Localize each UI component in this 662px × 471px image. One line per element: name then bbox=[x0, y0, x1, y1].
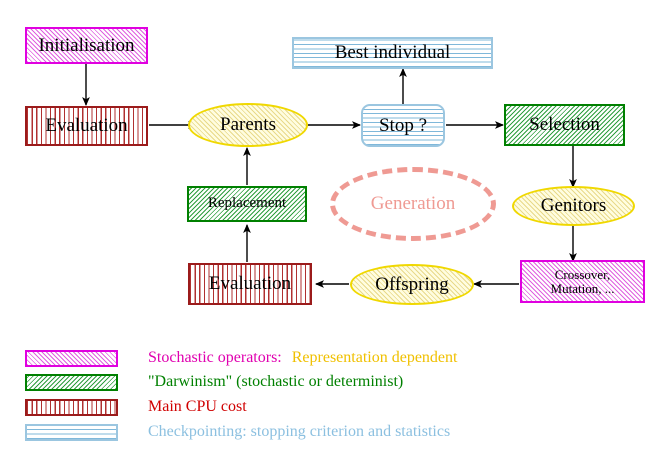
legend-swatch-red-vertical-hatch-icon bbox=[25, 398, 118, 416]
node-selection[interactable]: Selection bbox=[504, 104, 625, 146]
legend-swatch-magenta-diagonal-hatch-icon bbox=[25, 349, 118, 367]
legend-label-checkpointing: Checkpointing: stopping criterion and st… bbox=[148, 423, 451, 440]
generation-cycle-ellipse: Generation bbox=[330, 167, 496, 241]
node-genitors-label: Genitors bbox=[540, 195, 607, 217]
legend-swatch-green-diagonal-hatch-icon bbox=[25, 373, 118, 391]
node-offspring[interactable]: Offspring bbox=[350, 264, 474, 305]
node-offspring-label: Offspring bbox=[375, 273, 449, 295]
legend-row-main-cpu-cost: Main CPU cost bbox=[25, 396, 247, 418]
legend-swatch-blue-horizontal-hatch-icon bbox=[25, 423, 118, 441]
node-parents[interactable]: Parents bbox=[188, 103, 308, 147]
legend-row-stochastic-operators: Stochastic operators: Representation depe… bbox=[25, 347, 457, 369]
node-crossover-label-line2: Mutation, ... bbox=[550, 280, 615, 296]
node-crossover-label-line1: Crossover, bbox=[554, 266, 611, 282]
node-best-individual[interactable]: Best individual bbox=[292, 37, 493, 69]
legend-label-representation-dependent: Representation dependent bbox=[291, 349, 458, 366]
legend-label-stochastic-operators-text: Stochastic operators: bbox=[148, 349, 282, 366]
legend-label-darwinism: "Darwinism" (stochastic or determinist) bbox=[148, 373, 404, 390]
legend-row-checkpointing: Checkpointing: stopping criterion and st… bbox=[25, 421, 450, 443]
legend-label-stochastic-operators: Stochastic operators: Representation depe… bbox=[148, 349, 457, 367]
node-evaluation-top[interactable]: Evaluation bbox=[25, 106, 148, 146]
node-evaluation-top-label: Evaluation bbox=[45, 115, 128, 137]
node-replacement-label: Replacement bbox=[207, 195, 287, 212]
generation-label: Generation bbox=[370, 193, 456, 214]
node-parents-label: Parents bbox=[220, 114, 276, 136]
node-initialisation-label: Initialisation bbox=[38, 34, 135, 56]
node-replacement[interactable]: Replacement bbox=[187, 186, 307, 222]
node-crossover-mutation[interactable]: Crossover, Mutation, ... bbox=[520, 260, 645, 303]
node-selection-label: Selection bbox=[529, 114, 600, 136]
node-evaluation-bottom[interactable]: Evaluation bbox=[188, 263, 312, 305]
node-best-individual-label: Best individual bbox=[334, 42, 451, 64]
node-initialisation[interactable]: Initialisation bbox=[25, 27, 148, 64]
node-genitors[interactable]: Genitors bbox=[512, 186, 635, 226]
node-stop[interactable]: Stop ? bbox=[361, 104, 445, 147]
legend-label-main-cpu-cost: Main CPU cost bbox=[148, 398, 247, 415]
node-evaluation-bottom-label: Evaluation bbox=[208, 273, 292, 295]
legend-row-darwinism: "Darwinism" (stochastic or determinist) bbox=[25, 371, 403, 393]
node-stop-label: Stop ? bbox=[378, 114, 428, 136]
